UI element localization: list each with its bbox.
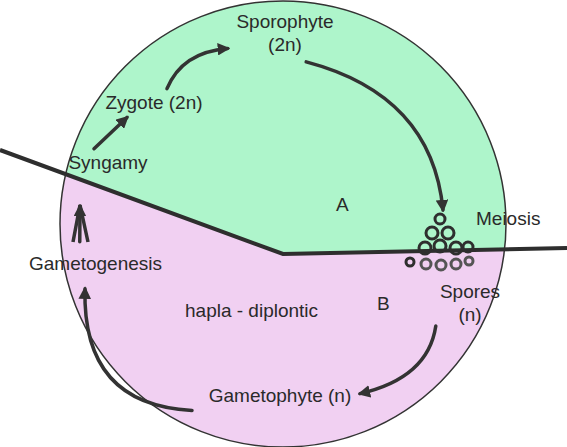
cycle-arrow bbox=[94, 117, 127, 148]
stage-text: Gametogenesis bbox=[8, 252, 183, 275]
region-label: Meiosis bbox=[476, 207, 540, 230]
spore-cells bbox=[406, 257, 473, 270]
cycle-arrow bbox=[85, 289, 192, 411]
stage-label: Gametogenesis bbox=[8, 252, 183, 275]
stage-text: Zygote (2n) bbox=[100, 91, 208, 114]
stage-label: Zygote (2n) bbox=[100, 91, 208, 114]
stage-text: Sporophyte (2n) bbox=[232, 10, 338, 56]
cycle-arrow bbox=[167, 48, 228, 88]
stage-text: Gametophyte (n) bbox=[205, 384, 355, 407]
cycle-arrow bbox=[306, 62, 443, 210]
stage-label: Syngamy bbox=[58, 151, 158, 174]
cycle-arrow bbox=[78, 206, 82, 241]
stage-text: Syngamy bbox=[58, 151, 158, 174]
stage-label: Sporophyte (2n) bbox=[232, 10, 338, 58]
region-label: B bbox=[377, 292, 390, 315]
meiosis-figure bbox=[419, 214, 473, 254]
stage-text: Spores (n) bbox=[430, 280, 510, 326]
gamete-strands bbox=[73, 205, 88, 242]
region-label: hapla - diplontic bbox=[185, 299, 318, 322]
stage-label: Gametophyte (n) bbox=[200, 384, 360, 432]
diploid-region bbox=[60, 1, 506, 447]
haploid-region bbox=[60, 1, 506, 447]
cycle-arrow bbox=[360, 326, 436, 394]
divider-line bbox=[0, 150, 567, 254]
region-label: A bbox=[336, 193, 349, 216]
circle-outline bbox=[60, 1, 506, 447]
